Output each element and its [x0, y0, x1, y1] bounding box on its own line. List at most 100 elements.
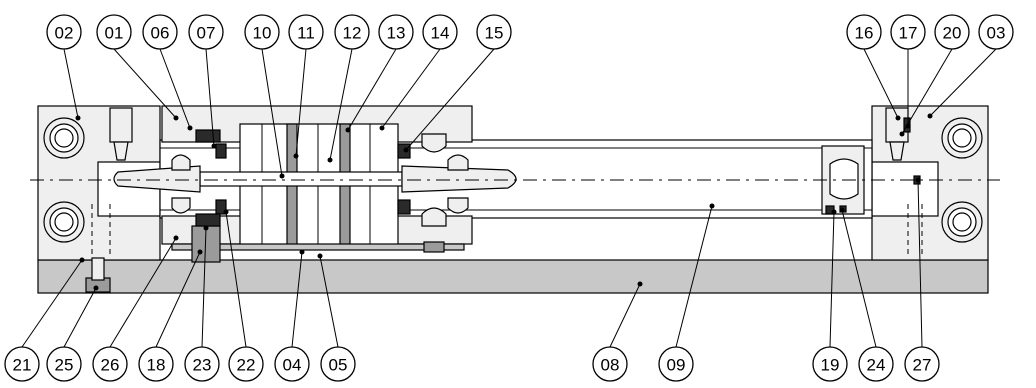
leader-line — [159, 48, 191, 129]
leader-dot — [173, 115, 179, 121]
leader-line — [291, 251, 303, 348]
cushion-seal — [829, 158, 859, 200]
callout-circle — [320, 346, 356, 382]
leader-line — [381, 48, 441, 129]
callout-label-15: 15 — [476, 14, 512, 50]
leader-line — [201, 227, 207, 348]
piston-rod — [199, 171, 403, 187]
bolt-holes — [43, 117, 983, 243]
leader-line — [109, 237, 177, 348]
callout-label-26: 26 — [92, 346, 128, 382]
callout-label-23: 23 — [184, 346, 220, 382]
seal-07-top — [215, 143, 227, 159]
callout-number: 07 — [197, 24, 216, 43]
callout-circle — [334, 14, 370, 50]
callout-circle — [274, 346, 310, 382]
callout-circle — [138, 346, 174, 382]
callout-circle — [592, 346, 628, 382]
callout-number: 06 — [151, 24, 170, 43]
callout-label-07: 07 — [188, 14, 224, 50]
left-piston — [113, 165, 201, 193]
callout-circle — [658, 346, 694, 382]
port-right-top-tip — [889, 141, 905, 161]
leader-line — [205, 48, 215, 147]
callout-label-16: 16 — [846, 14, 882, 50]
callout-label-13: 13 — [378, 14, 414, 50]
leader-dot — [927, 113, 933, 119]
callout-number: 08 — [601, 356, 620, 375]
leader-dot — [317, 253, 323, 259]
seal-15-bottom — [397, 199, 411, 215]
leader-dot — [709, 203, 715, 209]
port-left-top — [109, 107, 133, 143]
leader-dot — [403, 147, 409, 153]
callout-circle — [184, 346, 220, 382]
leader-dot — [197, 249, 203, 255]
callout-label-06: 06 — [142, 14, 178, 50]
leader-line — [319, 255, 339, 348]
leader-dot — [345, 127, 351, 133]
seal-right-lower-2 — [447, 197, 469, 214]
callout-number: 12 — [343, 24, 362, 43]
callout-label-01: 01 — [96, 14, 132, 50]
leader-line — [917, 179, 923, 348]
callout-label-09: 09 — [658, 346, 694, 382]
callout-number: 25 — [55, 356, 74, 375]
callout-label-24: 24 — [858, 346, 894, 382]
callout-number: 22 — [237, 356, 256, 375]
port-left-top-tip — [113, 141, 129, 161]
callout-circle — [92, 346, 128, 382]
leader-line — [829, 211, 835, 348]
callout-number: 20 — [943, 24, 962, 43]
leader-dot — [279, 173, 285, 179]
callout-number: 27 — [913, 356, 932, 375]
callout-number: 11 — [297, 24, 315, 43]
callout-circle — [228, 346, 264, 382]
leader-line — [329, 48, 353, 161]
callout-circle — [288, 14, 324, 50]
callout-circle — [188, 14, 224, 50]
leader-line — [63, 48, 79, 119]
seal-left-lower — [171, 197, 191, 214]
callout-label-08: 08 — [592, 346, 628, 382]
seal-right-upper — [421, 133, 447, 153]
leader-dot — [899, 131, 905, 137]
leader-dot — [905, 123, 911, 129]
guide-rail — [171, 243, 465, 251]
callout-label-25: 25 — [46, 346, 82, 382]
callout-number: 19 — [821, 356, 840, 375]
callout-circle — [846, 14, 882, 50]
callout-number: 24 — [867, 356, 886, 375]
callout-circle — [904, 346, 940, 382]
callout-label-17: 17 — [890, 14, 926, 50]
callout-circle — [378, 14, 414, 50]
callout-circle — [142, 14, 178, 50]
callout-number: 15 — [485, 24, 504, 43]
callout-label-21: 21 — [4, 346, 40, 382]
callout-circle — [46, 346, 82, 382]
right-end-block-inner — [871, 161, 939, 217]
leader-dot — [93, 285, 99, 291]
callout-number: 10 — [253, 24, 272, 43]
leader-line — [225, 211, 247, 348]
callout-label-19: 19 — [812, 346, 848, 382]
seal-22-bottom — [215, 199, 227, 215]
leader-dot — [173, 235, 179, 241]
seal-23-bottom — [195, 213, 221, 227]
leader-line — [901, 48, 953, 135]
seal-left-upper — [171, 154, 191, 171]
callout-number: 14 — [431, 24, 450, 43]
leader-line — [841, 209, 877, 348]
callout-label-20: 20 — [934, 14, 970, 50]
callout-number: 09 — [667, 356, 686, 375]
callout-number: 02 — [55, 24, 74, 43]
leader-line — [113, 48, 177, 119]
callout-label-12: 12 — [334, 14, 370, 50]
callout-circle — [96, 14, 132, 50]
callout-number: 21 — [13, 356, 32, 375]
callout-circle — [422, 14, 458, 50]
leader-dot — [637, 281, 643, 287]
